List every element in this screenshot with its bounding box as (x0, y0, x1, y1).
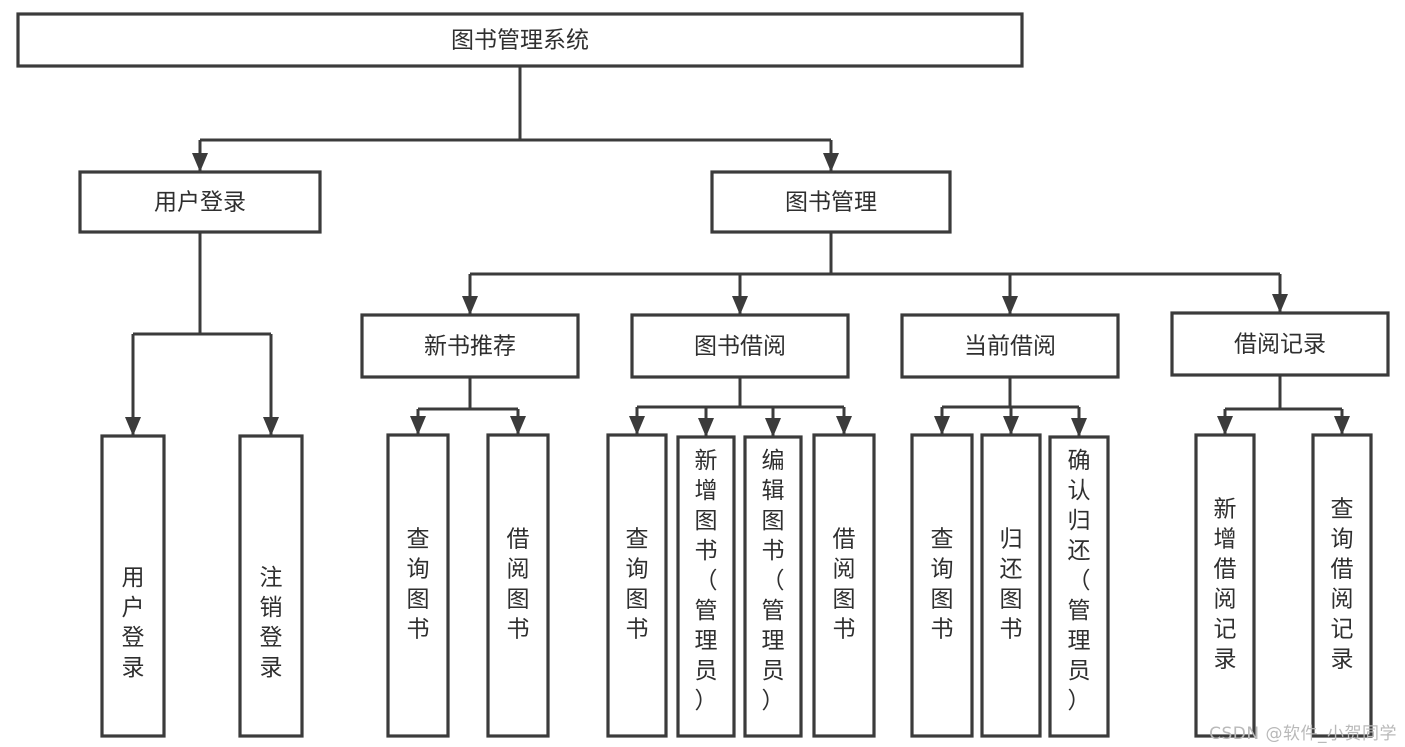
node-bb-add-book[interactable]: 新增图书（管理员） (676, 435, 736, 738)
node-book-manage[interactable]: 图书管理 (710, 170, 952, 234)
node-label: 借阅记录 (1234, 332, 1326, 358)
node-label: 确认归还（管理员） (1068, 448, 1091, 714)
node-box[interactable] (743, 435, 803, 738)
arrow-head-icon (765, 418, 781, 437)
arrow-head-icon (732, 296, 748, 315)
node-box[interactable] (812, 433, 876, 738)
node-user-login-do[interactable]: 用户登录 (100, 434, 166, 738)
node-label: 查询借阅记录 (1331, 497, 1354, 673)
node-label: 用户登录 (122, 565, 145, 681)
arrow-head-icon (934, 416, 950, 435)
node-box[interactable] (386, 433, 450, 738)
node-user-login[interactable]: 用户登录 (78, 170, 322, 234)
arrow-head-icon (1071, 418, 1087, 437)
node-box[interactable] (78, 170, 322, 234)
node-label: 图书管理 (785, 190, 877, 216)
node-cb-query-book[interactable]: 查询图书 (910, 433, 974, 738)
node-cb-return-book[interactable]: 归还图书 (980, 433, 1042, 738)
arrow-head-icon (1334, 416, 1350, 435)
node-label: 借阅图书 (507, 527, 530, 643)
node-label: 用户登录 (154, 190, 246, 216)
arrow-head-icon (1217, 416, 1233, 435)
node-label: 新增借阅记录 (1214, 497, 1237, 673)
node-label: 图书管理系统 (451, 28, 589, 54)
node-box[interactable] (676, 435, 736, 738)
node-borrow-record[interactable]: 借阅记录 (1170, 311, 1390, 377)
node-label: 图书借阅 (694, 334, 786, 360)
nodes-layer: 图书管理系统用户登录用户登录注销登录图书管理新书推荐查询图书借阅图书图书借阅查询… (16, 12, 1390, 738)
arrow-head-icon (698, 418, 714, 437)
arrow-head-icon (192, 153, 208, 172)
node-box[interactable] (238, 434, 304, 738)
arrow-head-icon (1272, 294, 1288, 313)
node-label: 借阅图书 (833, 527, 856, 643)
node-box[interactable] (16, 12, 1024, 68)
node-book-borrow[interactable]: 图书借阅 (630, 313, 850, 379)
node-nbr-query-book[interactable]: 查询图书 (386, 433, 450, 738)
node-label: 归还图书 (1000, 527, 1023, 643)
node-box[interactable] (606, 433, 668, 738)
node-box[interactable] (910, 433, 974, 738)
node-bb-edit-book[interactable]: 编辑图书（管理员） (743, 435, 803, 738)
node-box[interactable] (710, 170, 952, 234)
node-label: 查询图书 (931, 527, 954, 643)
node-current-borrow[interactable]: 当前借阅 (900, 313, 1120, 379)
arrow-head-icon (823, 153, 839, 172)
node-br-add-record[interactable]: 新增借阅记录 (1194, 433, 1256, 738)
node-cb-confirm-ret[interactable]: 确认归还（管理员） (1048, 435, 1110, 738)
node-box[interactable] (630, 313, 850, 379)
node-label: 查询图书 (626, 527, 649, 643)
node-br-query-record[interactable]: 查询借阅记录 (1311, 433, 1373, 738)
node-box[interactable] (1170, 311, 1390, 377)
node-user-logout[interactable]: 注销登录 (238, 434, 304, 738)
node-box[interactable] (486, 433, 550, 738)
node-label: 注销登录 (260, 565, 283, 681)
node-box[interactable] (360, 313, 580, 379)
node-label: 新增图书（管理员） (695, 448, 718, 714)
node-box[interactable] (100, 434, 166, 738)
node-bb-borrow-book[interactable]: 借阅图书 (812, 433, 876, 738)
node-root[interactable]: 图书管理系统 (16, 12, 1024, 68)
arrow-head-icon (462, 296, 478, 315)
arrow-head-icon (1002, 296, 1018, 315)
node-nbr-borrow-book[interactable]: 借阅图书 (486, 433, 550, 738)
node-box[interactable] (1194, 433, 1256, 738)
node-bb-query-book[interactable]: 查询图书 (606, 433, 668, 738)
node-label: 编辑图书（管理员） (762, 448, 785, 714)
arrow-head-icon (125, 417, 141, 436)
node-box[interactable] (1048, 435, 1110, 738)
arrow-head-icon (836, 416, 852, 435)
node-box[interactable] (980, 433, 1042, 738)
node-label: 新书推荐 (424, 334, 516, 360)
arrow-head-icon (629, 416, 645, 435)
arrow-head-icon (1003, 416, 1019, 435)
arrow-head-icon (510, 416, 526, 435)
arrow-head-icon (263, 417, 279, 436)
arrow-head-icon (410, 416, 426, 435)
node-new-book-rec[interactable]: 新书推荐 (360, 313, 580, 379)
connectors-layer (125, 66, 1350, 437)
node-box[interactable] (1311, 433, 1373, 738)
node-label: 当前借阅 (964, 334, 1056, 360)
node-label: 查询图书 (407, 527, 430, 643)
node-box[interactable] (900, 313, 1120, 379)
